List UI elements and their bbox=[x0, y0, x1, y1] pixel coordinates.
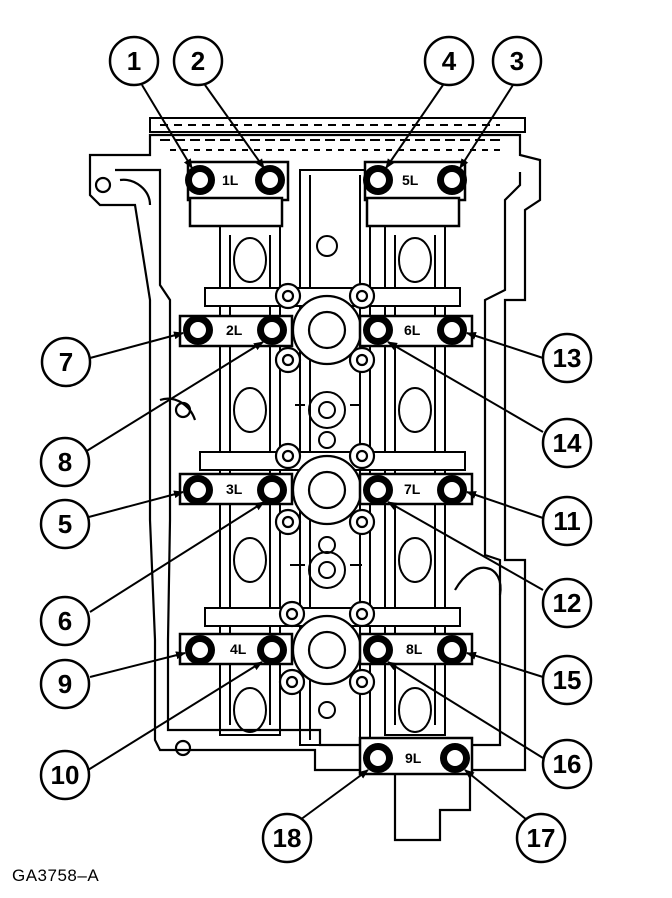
bearing-bars bbox=[199, 287, 466, 627]
callout-6: 6 bbox=[39, 595, 91, 647]
cap-label-8l: 8L bbox=[406, 641, 423, 657]
svg-text:10: 10 bbox=[51, 760, 80, 790]
callout-2: 2 bbox=[172, 35, 224, 87]
callout-14: 14 bbox=[541, 417, 593, 469]
callout-7: 7 bbox=[40, 336, 92, 388]
cap-bolt bbox=[437, 475, 467, 505]
callout-5: 5 bbox=[39, 498, 91, 550]
callout-8: 8 bbox=[39, 436, 91, 488]
cap-bolt bbox=[257, 475, 287, 505]
svg-text:12: 12 bbox=[553, 588, 582, 618]
cap-bolts bbox=[183, 165, 470, 773]
cap-bolt bbox=[185, 635, 215, 665]
svg-text:16: 16 bbox=[553, 749, 582, 779]
callout-1: 1 bbox=[108, 35, 160, 87]
cap-labels: 1L 5L 2L 6L 3L 7L 4L 8L 9L bbox=[222, 172, 423, 766]
svg-text:9: 9 bbox=[58, 669, 72, 699]
cap-bolt bbox=[255, 165, 285, 195]
svg-text:15: 15 bbox=[553, 665, 582, 695]
cap-label-6l: 6L bbox=[404, 322, 421, 338]
callout-10: 10 bbox=[39, 749, 91, 801]
svg-text:17: 17 bbox=[527, 823, 556, 853]
cap-bolt bbox=[183, 475, 213, 505]
svg-text:2: 2 bbox=[191, 46, 205, 76]
cap-bolt bbox=[363, 165, 393, 195]
cap-bolt bbox=[437, 315, 467, 345]
cap-bolt bbox=[437, 165, 467, 195]
callouts: 1 2 4 3 7 13 8 14 5 11 6 12 9 15 10 16 1… bbox=[39, 35, 593, 864]
svg-text:1: 1 bbox=[127, 46, 141, 76]
cap-bolt bbox=[363, 475, 393, 505]
cap-bolt bbox=[183, 315, 213, 345]
svg-text:3: 3 bbox=[510, 46, 524, 76]
callout-3: 3 bbox=[491, 35, 543, 87]
top-comb-detail bbox=[149, 117, 526, 151]
cap-label-1l: 1L bbox=[222, 172, 239, 188]
cap-label-2l: 2L bbox=[226, 322, 243, 338]
svg-text:13: 13 bbox=[553, 343, 582, 373]
callout-17: 17 bbox=[515, 812, 567, 864]
cap-bolt bbox=[440, 743, 470, 773]
svg-text:8: 8 bbox=[58, 447, 72, 477]
callout-13: 13 bbox=[541, 332, 593, 384]
svg-text:6: 6 bbox=[58, 606, 72, 636]
svg-text:5: 5 bbox=[58, 509, 72, 539]
callout-18: 18 bbox=[261, 812, 313, 864]
cap-bolt bbox=[363, 635, 393, 665]
cap-label-5l: 5L bbox=[402, 172, 419, 188]
callout-15: 15 bbox=[541, 654, 593, 706]
callout-11: 11 bbox=[541, 495, 593, 547]
cap-label-7l: 7L bbox=[404, 481, 421, 497]
callout-4: 4 bbox=[423, 35, 475, 87]
cap-label-3l: 3L bbox=[226, 481, 243, 497]
svg-text:4: 4 bbox=[442, 46, 457, 76]
cap-bolt bbox=[363, 315, 393, 345]
cap-label-4l: 4L bbox=[230, 641, 247, 657]
leader-arrows bbox=[84, 84, 544, 821]
svg-text:11: 11 bbox=[553, 506, 581, 536]
cap-bolt bbox=[363, 743, 393, 773]
svg-text:7: 7 bbox=[59, 347, 73, 377]
cap-bolt bbox=[257, 635, 287, 665]
callout-9: 9 bbox=[39, 658, 91, 710]
cap-bolt bbox=[437, 635, 467, 665]
cap-bolt bbox=[257, 315, 287, 345]
figure-code: GA3758–A bbox=[12, 866, 100, 885]
cap-label-9l: 9L bbox=[405, 750, 422, 766]
spark-plug-bosses bbox=[274, 282, 376, 696]
cap-bolt bbox=[185, 165, 215, 195]
svg-text:14: 14 bbox=[553, 428, 582, 458]
callout-12: 12 bbox=[541, 577, 593, 629]
callout-16: 16 bbox=[541, 738, 593, 790]
svg-text:18: 18 bbox=[273, 823, 302, 853]
